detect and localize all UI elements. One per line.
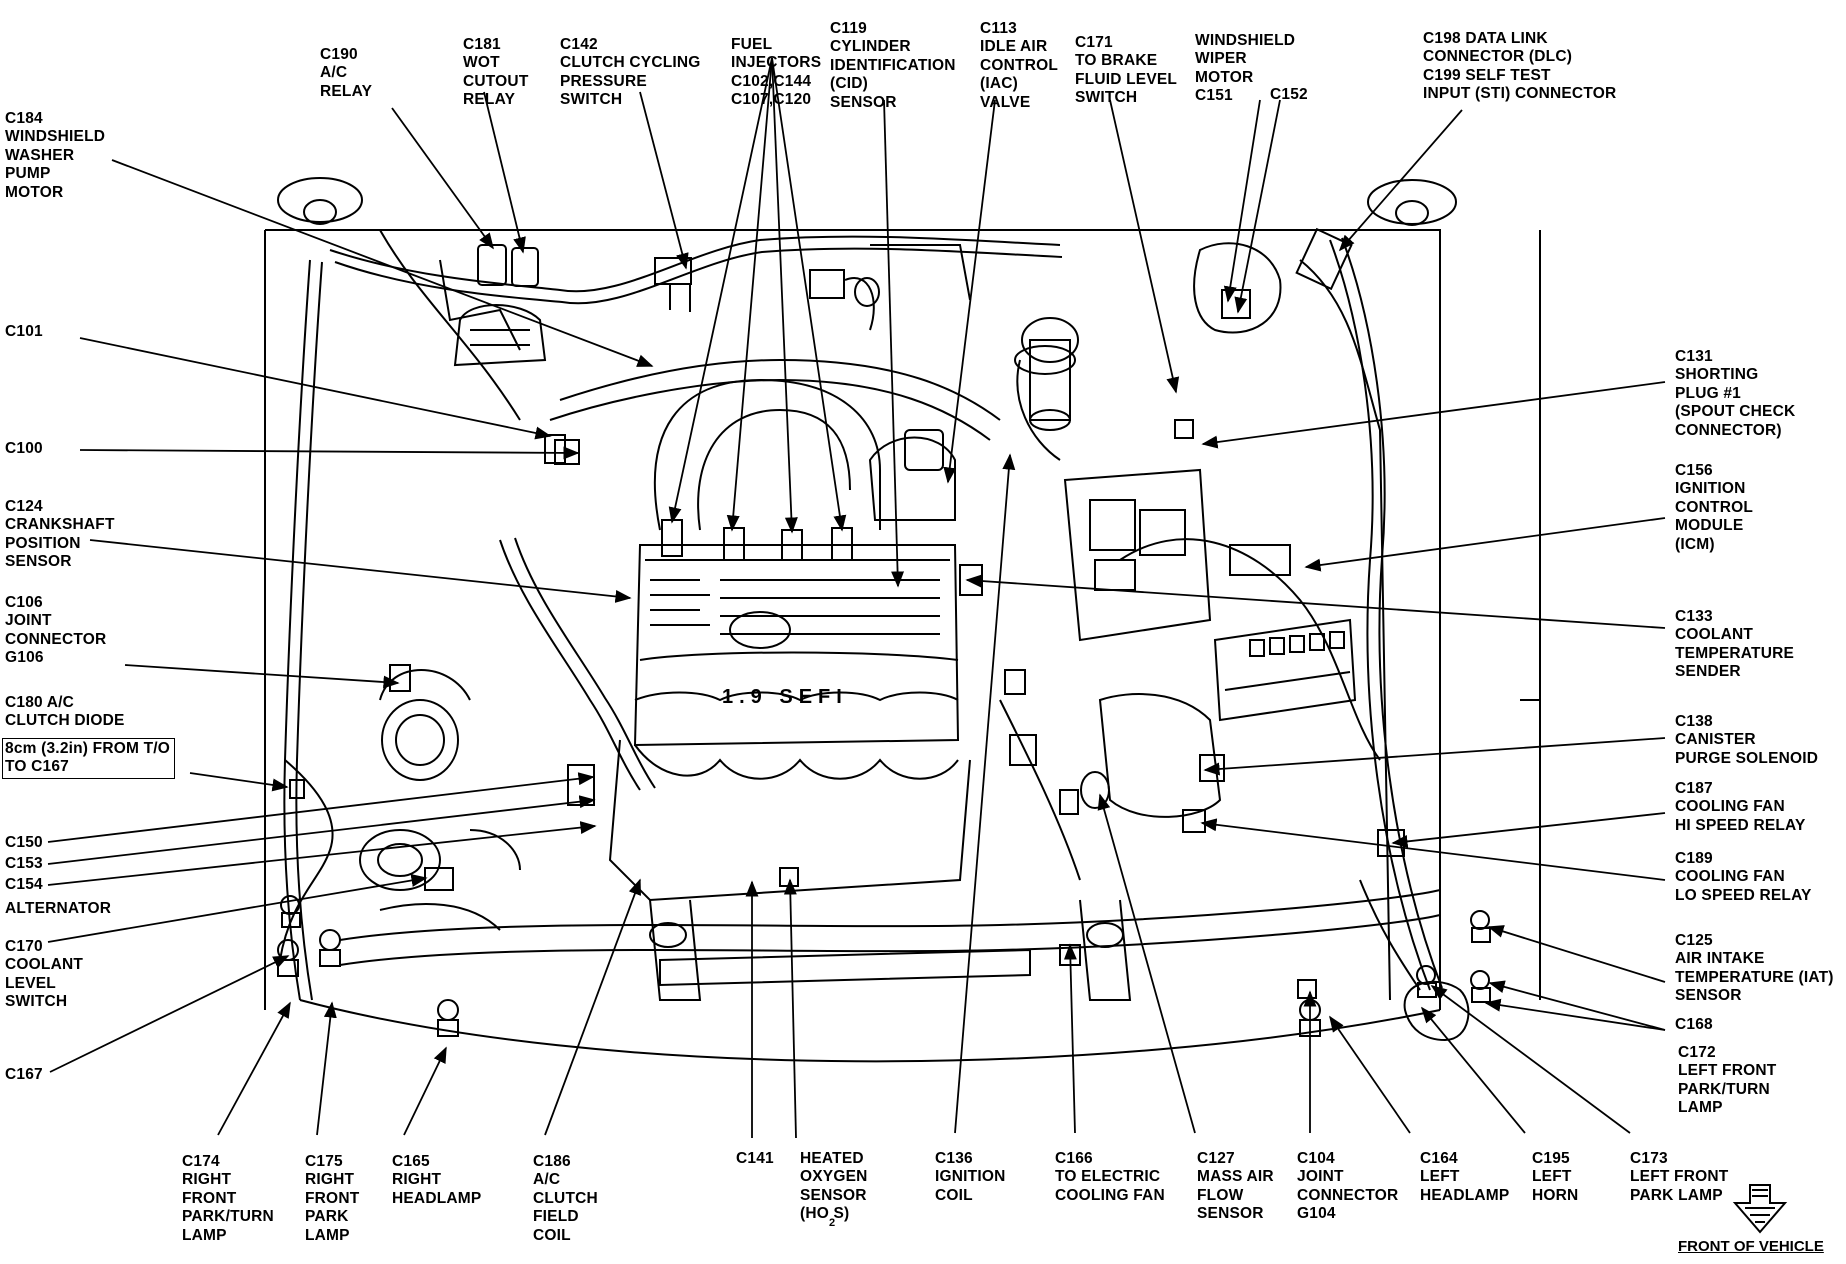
label-c154: C154 <box>5 876 43 893</box>
label-c175-right-park-lamp: C175 RIGHT FRONT PARK LAMP <box>305 1153 360 1244</box>
label-c164-left-headlamp: C164 LEFT HEADLAMP <box>1420 1150 1510 1204</box>
label-c189-fan-lo-relay: C189 COOLING FAN LO SPEED RELAY <box>1675 850 1812 904</box>
label-c119-cid-sensor: C119 CYLINDER IDENTIFICATION (CID) SENSO… <box>830 20 956 111</box>
engine-artwork <box>264 177 1541 1063</box>
label-c174-right-park-turn-lamp: C174 RIGHT FRONT PARK/TURN LAMP <box>182 1153 274 1244</box>
label-c186-ac-clutch-field-coil: C186 A/C CLUTCH FIELD COIL <box>533 1153 598 1244</box>
label-c198-dlc-c199-sti: C198 DATA LINK CONNECTOR (DLC) C199 SELF… <box>1423 30 1617 103</box>
front-of-vehicle-label: FRONT OF VEHICLE <box>1678 1238 1824 1255</box>
label-c125-iat-sensor: C125 AIR INTAKE TEMPERATURE (IAT) SENSOR <box>1675 932 1834 1005</box>
label-c165-right-headlamp: C165 RIGHT HEADLAMP <box>392 1153 482 1207</box>
label-fuel-injectors: FUEL INJECTORS C102,C144 C107,C120 <box>731 36 822 109</box>
engine-displacement-mark: 1.9 SEFI <box>722 686 848 708</box>
label-c131-shorting-plug: C131 SHORTING PLUG #1 (SPOUT CHECK CONNE… <box>1675 348 1796 439</box>
label-alternator: ALTERNATOR <box>5 900 112 917</box>
label-c127-maf-sensor: C127 MASS AIR FLOW SENSOR <box>1197 1150 1274 1223</box>
label-c138-canister-purge-solenoid: C138 CANISTER PURGE SOLENOID <box>1675 713 1819 767</box>
label-heated-oxygen-sensor: HEATED OXYGEN SENSOR (HO S) <box>800 1150 868 1223</box>
label-c150: C150 <box>5 834 43 851</box>
label-c100: C100 <box>5 440 43 457</box>
label-c168: C168 <box>1675 1016 1713 1033</box>
label-c133-coolant-temp-sender: C133 COOLANT TEMPERATURE SENDER <box>1675 608 1795 681</box>
label-c156-icm: C156 IGNITION CONTROL MODULE (ICM) <box>1675 462 1754 553</box>
label-ho2s-subscript: 2 <box>829 1217 836 1229</box>
front-of-vehicle-arrow <box>1732 1184 1788 1234</box>
label-c181-wot-cutout-relay: C181 WOT CUTOUT RELAY <box>463 36 529 109</box>
label-c180-ac-clutch-diode: C180 A/C CLUTCH DIODE <box>5 694 125 730</box>
label-c172-left-park-turn-lamp: C172 LEFT FRONT PARK/TURN LAMP <box>1678 1044 1777 1117</box>
label-wiper-motor-c151: WINDSHIELD WIPER MOTOR C151 <box>1195 32 1296 105</box>
label-c142-clutch-cycling-switch: C142 CLUTCH CYCLING PRESSURE SWITCH <box>560 36 701 109</box>
label-c171-brake-fluid-switch: C171 TO BRAKE FLUID LEVEL SWITCH <box>1075 34 1178 107</box>
label-c106-joint-connector: C106 JOINT CONNECTOR G106 <box>5 594 107 667</box>
label-c170-coolant-level-switch: C170 COOLANT LEVEL SWITCH <box>5 938 84 1011</box>
label-c136-ignition-coil: C136 IGNITION COIL <box>935 1150 1006 1204</box>
label-c124-crankshaft-sensor: C124 CRANKSHAFT POSITION SENSOR <box>5 498 115 571</box>
label-c113-iac-valve: C113 IDLE AIR CONTROL (IAC) VALVE <box>980 20 1059 111</box>
label-c153: C153 <box>5 855 43 872</box>
callout-leaders <box>47 57 1666 1139</box>
label-c173-left-park-lamp: C173 LEFT FRONT PARK LAMP <box>1630 1150 1729 1204</box>
label-c152: C152 <box>1270 86 1308 103</box>
label-c167: C167 <box>5 1066 43 1083</box>
label-c104-joint-connector: C104 JOINT CONNECTOR G104 <box>1297 1150 1399 1223</box>
label-c180-location-note: 8cm (3.2in) FROM T/O TO C167 <box>2 738 176 779</box>
label-c190-ac-relay: C190 A/C RELAY <box>320 46 373 100</box>
label-c166-electric-cooling-fan: C166 TO ELECTRIC COOLING FAN <box>1055 1150 1165 1204</box>
label-c141: C141 <box>736 1150 774 1167</box>
label-c184-washer-pump-motor: C184 WINDSHIELD WASHER PUMP MOTOR <box>5 110 106 201</box>
label-c187-fan-hi-relay: C187 COOLING FAN HI SPEED RELAY <box>1675 780 1806 834</box>
label-c195-left-horn: C195 LEFT HORN <box>1532 1150 1579 1204</box>
label-c101: C101 <box>5 323 43 340</box>
